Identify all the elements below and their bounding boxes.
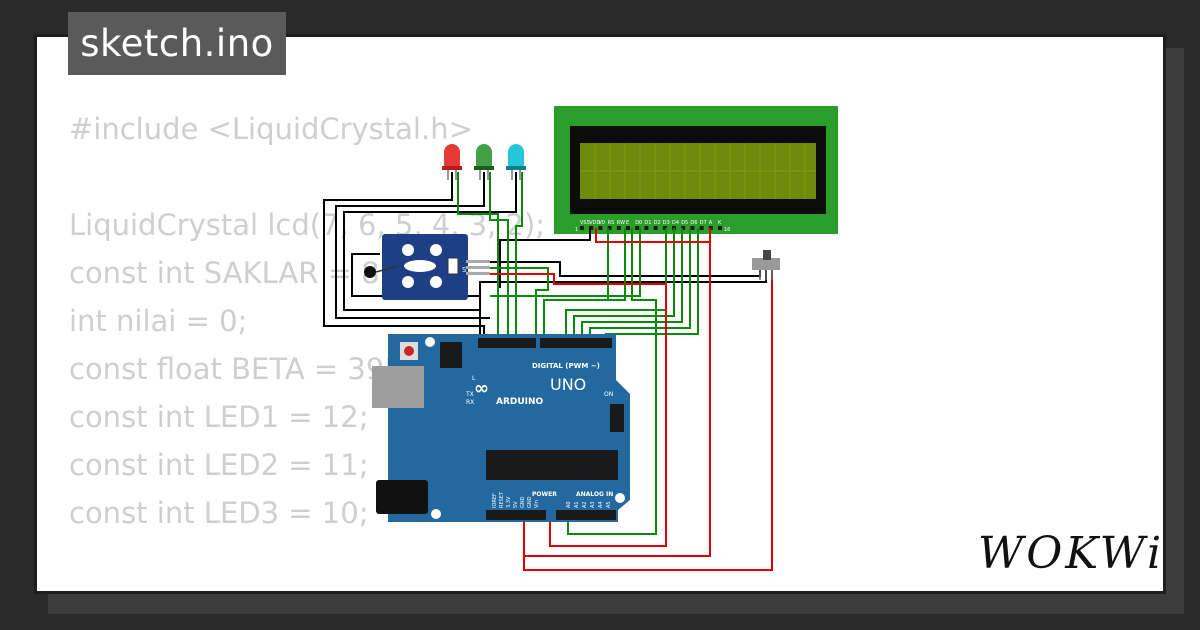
power-pin-label: 3.3V xyxy=(506,496,512,508)
board-model: UNO xyxy=(550,375,586,394)
wokwi-logo: WOKWi xyxy=(978,528,1165,579)
ntc-sensor[interactable]: S xyxy=(364,234,490,300)
lcd-pin[interactable] xyxy=(653,226,658,230)
slide-switch[interactable] xyxy=(752,250,780,280)
code-line: #include <LiquidCrystal.h> xyxy=(69,112,473,146)
lcd-pin-label: E xyxy=(626,220,629,226)
on-label: ON xyxy=(604,391,613,398)
lcd-pin[interactable] xyxy=(626,226,630,230)
led-green[interactable] xyxy=(474,144,494,180)
digital-label: DIGITAL (PWM ~) xyxy=(532,362,600,370)
lcd-pin-label: D2 xyxy=(654,220,661,226)
code-line: const int LED3 = 10; xyxy=(69,496,369,530)
lcd-pin-label: RS xyxy=(608,220,615,226)
code-line: const int LED2 = 11; xyxy=(69,448,369,482)
lcd-pin[interactable] xyxy=(607,226,612,230)
analog-pin-label: A3 xyxy=(590,501,596,508)
lcd-pin[interactable] xyxy=(616,226,621,230)
lcd-pin-label: D0 xyxy=(635,220,642,226)
lcd-pin-last: 16 xyxy=(724,227,730,233)
analog-pin-label: A5 xyxy=(606,501,612,508)
code-line: int nilai = 0; xyxy=(69,304,248,338)
lcd-pin-label: VSS xyxy=(580,220,590,226)
lcd-pin-label: D1 xyxy=(644,220,651,226)
lcd-pin[interactable] xyxy=(699,226,704,230)
lcd-pin-label: K xyxy=(718,220,722,226)
analog-pin-label: A1 xyxy=(574,501,580,508)
sketch-title[interactable]: sketch.ino xyxy=(68,12,286,75)
arduino-uno-board[interactable]: ∞ UNO ARDUINO DIGITAL (PWM ~) POWER ANAL… xyxy=(372,334,630,522)
lcd-pin[interactable] xyxy=(598,226,603,230)
analog-label: ANALOG IN xyxy=(576,491,613,498)
lcd-pin-label: RW xyxy=(617,220,625,226)
power-label: POWER xyxy=(532,491,557,498)
lcd-pin-label: D7 xyxy=(700,220,707,226)
red-wires xyxy=(470,228,773,571)
power-pin-label: RESET xyxy=(499,491,505,508)
l-label: L xyxy=(472,375,476,382)
lcd-pin[interactable] xyxy=(690,226,695,230)
power-pin-label: IOREF xyxy=(492,493,498,508)
power-jack xyxy=(376,480,428,514)
tx-label: TX xyxy=(465,391,474,398)
lcd-pin-label: D4 xyxy=(672,220,679,226)
arduino-infinity-icon: ∞ xyxy=(474,378,489,399)
black-wires xyxy=(323,172,767,340)
lcd-pin[interactable] xyxy=(718,226,722,230)
lcd-pin-label: V0 xyxy=(598,220,605,226)
power-pin-label: Vin xyxy=(534,500,540,508)
power-pin-label: GND xyxy=(527,496,533,508)
sensor-pin-label: S xyxy=(462,266,467,274)
lcd-pin-first: 1 xyxy=(575,227,578,233)
lcd-pin-label: D6 xyxy=(690,220,697,226)
lcd-pin[interactable] xyxy=(644,226,649,230)
lcd-pin-label: D3 xyxy=(663,220,670,226)
analog-pin-label: A2 xyxy=(582,501,588,508)
led-red[interactable] xyxy=(442,144,462,180)
lcd-pin[interactable] xyxy=(580,226,584,230)
lcd-pin-label: D5 xyxy=(681,220,688,226)
power-pin-label: GND xyxy=(520,496,526,508)
analog-pin-label: A0 xyxy=(566,501,572,508)
led-cyan[interactable] xyxy=(506,144,526,180)
analog-pin-label: A4 xyxy=(598,501,604,508)
lcd-pin-label: A xyxy=(709,220,713,226)
power-pin-label: 5V xyxy=(513,501,519,508)
lcd-pin[interactable] xyxy=(681,226,686,230)
board-brand: ARDUINO xyxy=(496,397,544,407)
rx-label: RX xyxy=(466,399,474,406)
lcd-pin[interactable] xyxy=(589,226,594,230)
lcd-pin-label: VDD xyxy=(589,220,600,226)
lcd-pin[interactable] xyxy=(662,226,667,230)
microcontroller-chip xyxy=(486,450,618,480)
green-wires xyxy=(457,172,699,535)
lcd-pin[interactable] xyxy=(635,226,640,230)
code-line: const int LED1 = 12; xyxy=(69,400,369,434)
usb-port xyxy=(372,366,424,408)
